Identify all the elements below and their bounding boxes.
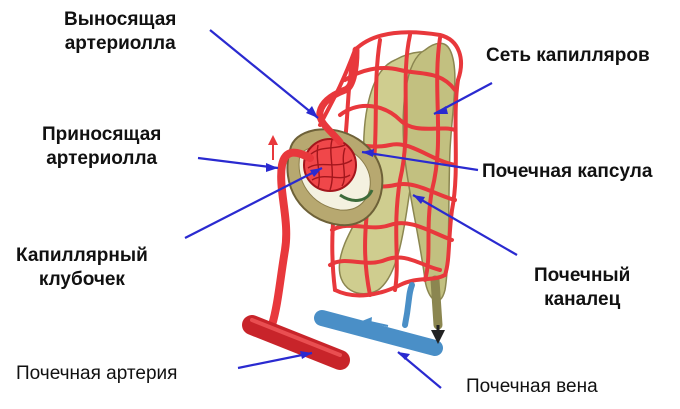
label-afferent-arteriole: Приносящая артериолла [42, 123, 161, 171]
label-glomerulus-line1: Капиллярный [16, 245, 148, 266]
label-efferent-arteriole-line2: артериолла [64, 33, 176, 54]
label-renal-capsule: Почечная капсула [482, 161, 653, 182]
efferent-arteriole-shape [316, 46, 360, 146]
label-efferent-arteriole-line1: Выносящая [64, 9, 177, 30]
label-renal-vein: Почечная вена [466, 376, 598, 397]
flow-arrows [268, 135, 445, 344]
renal-artery-shape [242, 315, 350, 370]
label-glomerulus: Капиллярный клубочек [16, 244, 148, 292]
label-renal-tubule-line2: каналец [544, 289, 621, 310]
label-renal-tubule: Почечный каналец [534, 264, 630, 312]
glomerulus-shape [303, 138, 357, 192]
label-glomerulus-line2: клубочек [38, 269, 125, 290]
label-renal-tubule-line1: Почечный [534, 265, 631, 286]
label-afferent-arteriole-line2: артериолла [46, 148, 158, 169]
label-capillary-network: Сеть капилляров [486, 45, 650, 66]
label-renal-artery: Почечная артерия [16, 363, 178, 384]
pointer-lines [184, 29, 518, 389]
label-efferent-arteriole: Выносящая артериолла [64, 8, 176, 56]
afferent-arteriole-shape [268, 148, 314, 329]
label-afferent-arteriole-line1: Приносящая [42, 124, 162, 145]
renal-vein-shape [314, 310, 443, 356]
pointer-arrowheads [266, 106, 448, 360]
